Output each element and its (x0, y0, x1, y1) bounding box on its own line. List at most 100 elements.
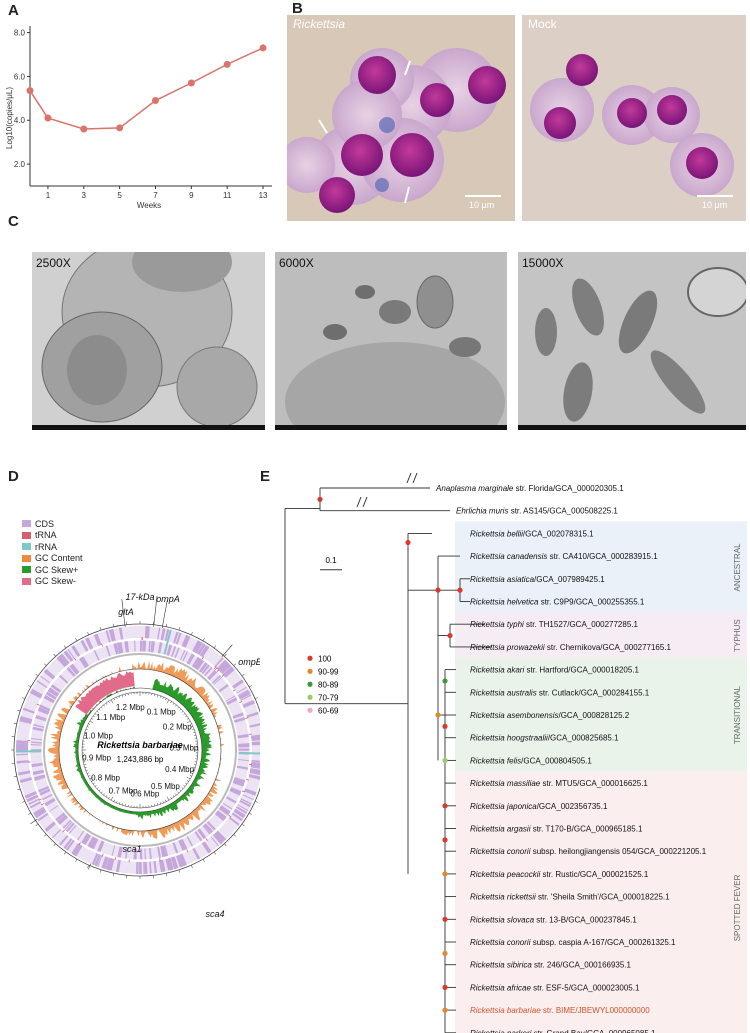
taxon-label: Rickettsia bellii/GCA_002078315.1 (470, 529, 594, 538)
outer-tick (248, 812, 252, 815)
gene-label: 17-kDa (125, 592, 154, 602)
data-point (223, 60, 231, 68)
cds-block (44, 821, 56, 832)
trna-mark (78, 842, 81, 846)
cds-block (83, 834, 92, 846)
outer-tick (213, 851, 217, 855)
outer-tick (224, 653, 227, 657)
legend-item: CDS (22, 518, 83, 530)
cds-block (216, 810, 227, 820)
scale-tick (175, 704, 177, 707)
scale-bar-label-right: 10 μm (702, 200, 728, 210)
scale-tick (179, 789, 182, 792)
branch-break (356, 496, 362, 508)
cds-block (248, 774, 260, 780)
cds-block (43, 694, 55, 704)
cds-block (175, 632, 182, 645)
mag-15000x: 15000X (522, 256, 564, 270)
scale-tick (193, 731, 196, 733)
scale-tick (191, 772, 194, 774)
scale-tick (124, 693, 126, 696)
outer-tick (17, 709, 21, 712)
taxon-label: Rickettsia asiatica/GCA_007989425.1 (470, 575, 605, 584)
cds-block (239, 799, 251, 808)
scale-tick (113, 698, 115, 701)
x-tick-label: 5 (117, 191, 122, 200)
outer-tick (35, 823, 39, 827)
cds-block (198, 644, 206, 656)
outer-tick (53, 843, 56, 847)
cds-block (58, 674, 69, 684)
support-node (457, 587, 463, 593)
cds-block (50, 684, 62, 693)
outer-tick (22, 697, 26, 700)
mbp-label: 0.6 Mbp (130, 790, 159, 799)
cds-block (220, 663, 232, 675)
clade-label: TYPHUS (733, 619, 742, 651)
legend-swatch (22, 554, 31, 562)
outer-tick (28, 685, 32, 688)
scale-tick (108, 796, 110, 799)
scale-tick (96, 787, 99, 789)
scale-tick (165, 799, 167, 802)
cds-block (47, 688, 59, 698)
cds-block (26, 794, 39, 803)
scale-tick (116, 801, 118, 804)
mbp-label: 0.9 Mbp (82, 753, 111, 762)
scale-tick (98, 789, 101, 792)
cds-block (237, 689, 249, 697)
trna-mark (245, 778, 250, 781)
scale-tick (96, 711, 99, 713)
support-node (435, 587, 441, 593)
outer-tick (17, 788, 21, 791)
cds-block (32, 769, 45, 776)
cds-block (118, 642, 124, 654)
cds-block (55, 812, 66, 822)
scale-tick (105, 795, 108, 798)
scale-tick (154, 804, 156, 807)
legend-label: GC Skew- (35, 576, 77, 587)
outer-tick (190, 864, 193, 868)
rickettsia-title: Rickettsia (293, 17, 346, 31)
cds-block (117, 846, 123, 858)
cds-block (171, 646, 177, 658)
taxon-label: Rickettsia helvetica str. C9P9/GCA_00025… (470, 598, 645, 607)
support-node (442, 950, 448, 956)
outer-tick (99, 627, 102, 631)
cds-block (32, 726, 44, 732)
cds-block (203, 823, 214, 834)
scale-tick (157, 803, 159, 806)
cds-block (233, 717, 246, 723)
data-point (26, 87, 34, 95)
cds-block (105, 630, 111, 643)
cds-block (186, 836, 194, 847)
trna-mark (241, 790, 246, 793)
scale-tick (91, 718, 94, 720)
tem-image-15000x: 15000X (518, 252, 746, 430)
scale-tick (166, 796, 170, 801)
scale-tick (101, 706, 103, 709)
panel-label-c: C (8, 213, 19, 230)
taxon-label: Rickettsia parkeri str. Grand Bay/GCA_00… (470, 1029, 656, 1033)
cds-block (93, 650, 100, 661)
scale-tick (89, 776, 94, 780)
trna-mark (232, 689, 236, 692)
support-legend-dot (307, 707, 313, 713)
inner-ring (77, 687, 203, 813)
support-node (442, 757, 448, 763)
cds-block (232, 679, 244, 689)
cds-block (232, 712, 244, 719)
trna-mark (36, 703, 40, 706)
outer-tick (13, 722, 17, 725)
x-tick-label: 11 (223, 191, 232, 200)
trna-mark (186, 849, 189, 853)
trna-mark (213, 666, 217, 669)
support-legend-dot (307, 668, 313, 674)
scale-tick (159, 802, 162, 805)
cds-block (33, 774, 46, 780)
cds-block (207, 669, 217, 680)
cds-block (229, 789, 241, 796)
scale-tick (103, 793, 105, 796)
